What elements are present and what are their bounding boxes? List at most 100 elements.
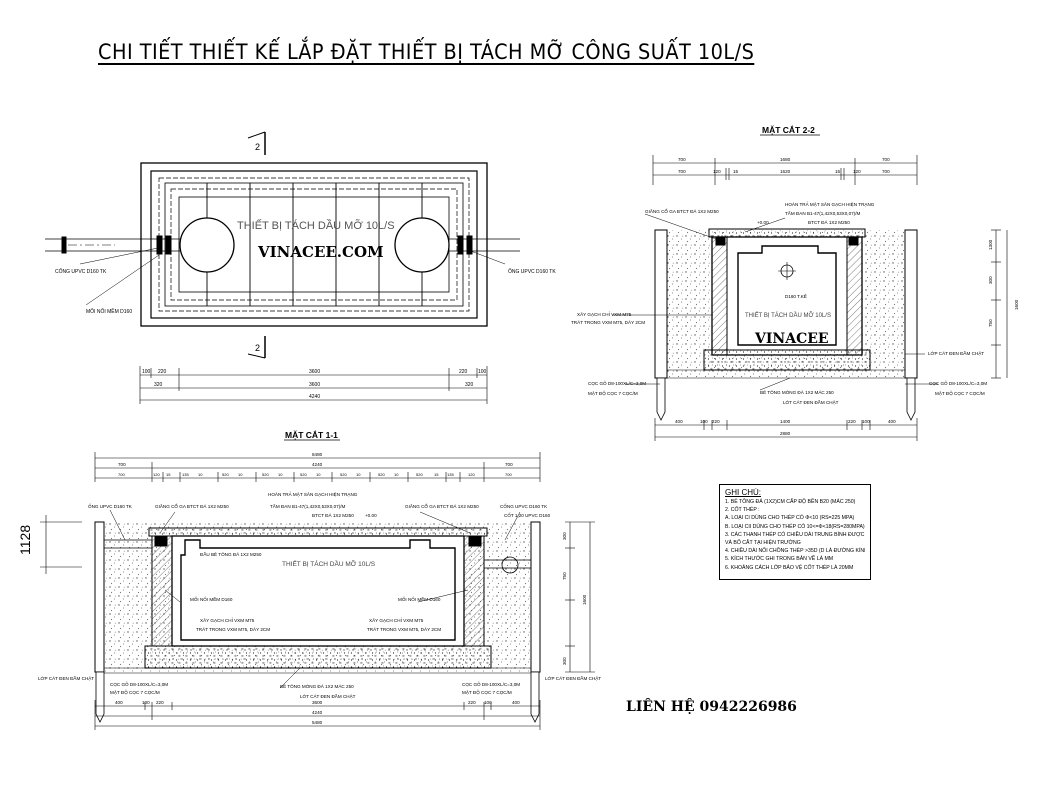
s22-watermark: VINACEE [754,331,829,347]
s11-sand-bottom: LÓT CÁT ĐEN ĐẦM CHẶT [300,693,356,699]
dim-text: 700 [678,169,686,174]
s11-dims-top3: 700 120 15 135 10 520 10 520 10 520 10 5… [118,472,512,477]
notes-heading: GHI CHÚ: [725,488,761,497]
dim-text: 700 [118,462,126,467]
s22-piles-left: CỌC GỖ D8-100XL/C=3,0M [588,380,646,386]
contact-phone: LIÊN HỆ 0942226986 [626,699,797,715]
dim-text: 520 [262,472,269,477]
s11-cover-left: GIẰNG CỔ GA BTCT ĐÁ 1X2 M250 [155,502,229,509]
dim-text: 400 [675,419,683,424]
dim-text: 10 [278,472,283,477]
dim-text: 700 [882,157,890,162]
plan-view [45,131,520,404]
s11-levels-right: 300 750 1600 300 [562,532,587,665]
dim-text: 4240 [312,462,323,467]
dim-text: 135 [447,472,454,477]
dim-text: 15 [733,169,739,174]
dim-text: 320 [465,382,474,388]
s11-wall-left: XÂY GẠCH CHỈ VXM M75 [200,617,255,623]
dim-text: 5480 [312,720,323,725]
note-item: 3. CÁC THANH THÉP CÓ CHIỀU DÀI TRUNG BÌN… [725,531,865,538]
dim-text: 15 [166,472,171,477]
s11-joint-right: MỐI NỐI MỀM D160 [398,596,441,602]
dim-text: 1400 [780,419,791,424]
dim-text: 100 [142,700,150,705]
s11-dims-top2: 700 4240 700 [118,462,513,467]
s11-sand-right: LỚP CÁT ĐEN ĐẦM CHẶT [545,675,601,681]
dim-text: 120 [468,472,475,477]
dim-text: 1600 [1014,299,1019,310]
plan-pipe-left-label: CỐNG UPVC D160 TK [55,268,107,275]
s11-device-label: THIẾT BỊ TÁCH DẦU MỠ 10L/S [282,558,376,568]
dim-text: 220 [712,419,720,424]
s22-dims-top: 700 1680 700 700 120 15 1620 15 120 700 [678,157,890,174]
s11-level: +0.00 [365,513,377,518]
s11-sand-left: LỚP CÁT ĐEN ĐẦM CHẶT [38,675,94,681]
dim-text: 700 [505,472,512,477]
s22-device-label: THIẾT BỊ TÁCH DẦU MỠ 10L/S [745,312,831,319]
s22-piles-right: CỌC GỖ D8-100XL/C=3,0M [929,380,987,386]
s11-plaster-left: TRÁT TRONG VXM M75, DÀY 2CM [196,626,270,632]
section-1-1-text: MẶT CẮT 1-1 1128 8480 700 4240 700 700 1… [17,430,601,725]
dim-text: 100 [484,700,492,705]
dim-text: 3600 [309,369,320,375]
s22-base: BÊ TÔNG MÓNG ĐÁ 1X2 MÁC 250 [760,388,834,395]
dim-text: 120 [153,472,160,477]
s11-pipe-out: CỐNG UPVC D160 TK [500,503,548,509]
s22-cover: GIẰNG CỔ GA BTCT ĐÁ 1X2 M250 [645,207,719,214]
note-item: 4. CHIỀU DÀI NỐI CHỒNG THÉP >35D (D LÀ Đ… [725,548,865,555]
dim-text: 400 [115,700,123,705]
dim-text: 300 [988,276,993,284]
dim-text: 700 [118,472,125,477]
s22-outlet: D160 T.KẾ [785,293,807,299]
s22-dims-bottom: 400 100 220 1400 220 100 400 2880 [675,419,896,436]
dim-text: 520 [300,472,307,477]
dim-text: 135 [182,472,189,477]
dim-text: 10 [238,472,243,477]
section-2-2-title: MẶT CẮT 2-2 [762,125,815,135]
dim-text: 1600 [582,594,587,605]
plan-device-label: THIẾT BỊ TÁCH DẦU MỠ 10L/S [237,219,395,232]
s11-base: BÊ TÔNG MÓNG ĐÁ 1X2 MÁC 250 [280,682,354,689]
plan-dim-row1: 100 220 3600 220 100 [142,369,487,375]
dim-text: 1300 [988,239,993,250]
s22-wall: XÂY GẠCH CHỈ VXM M75 [577,311,632,317]
plan-text: THIẾT BỊ TÁCH DẦU MỠ 10L/S VINACEE.COM 2… [55,142,556,400]
plan-dim-row2: 320 3600 320 [154,382,474,388]
drawing-title: CHI TIẾT THIẾT KẾ LẮP ĐẶT THIẾT BỊ TÁCH … [98,40,755,64]
plan-watermark: VINACEE.COM [257,243,384,261]
dim-text: 220 [158,369,167,375]
s22-slab: TẤM ĐAN B1-47(1,42X0,53X0,07)/M [785,210,860,216]
s11-slab: TẤM ĐAN B1-47(1,42X0,53X0,07)/M [270,503,345,509]
dim-text: 300 [562,532,567,540]
dim-text: 220 [156,700,164,705]
plan-joint-label: MỐI NỐI MỀM D160 [86,308,132,315]
dim-text: 400 [512,700,520,705]
dim-text: 2880 [780,431,791,436]
dim-text: 10 [198,472,203,477]
dim-text: 220 [459,369,468,375]
note-item: 2. CỐT THÉP : [725,507,760,514]
note-item: 5. KÍCH THƯỚC GHI TRONG BẢN VẼ LÀ MM [725,556,834,563]
s11-pipe-level: CỐT 1,20 UPVC D160 [504,512,551,518]
note-item: 6. KHOẢNG CÁCH LỚP BẢO VỆ CỐT THÉP LÀ 20… [725,564,854,571]
s11-wall-right: XÂY GẠCH CHỈ VXM M75 [369,617,424,623]
s11-pipe-in: ỐNG UPVC D160 TK [88,503,133,509]
plan-pipe-right-label: ỐNG UPVC D160 TK [508,268,556,275]
s11-dim-callout: 1128 [17,525,33,555]
note-item: A. LOẠI CI DÙNG CHO THÉP CÓ Φ<10 (RS=225… [725,515,855,522]
s11-btct: BTCT ĐÁ 1X2 M250 [312,512,354,518]
dim-text: 3600 [312,700,323,705]
dim-text: 15 [835,169,841,174]
dim-text: 520 [340,472,347,477]
s11-density-left: MẬT ĐỘ CỌC 7 CỌC/M [110,689,160,695]
dim-text: 700 [505,462,513,467]
section-mark-top: 2 [255,142,260,152]
dim-text: 1620 [780,169,791,174]
s11-piles-right: CỌC GỖ D8-100XL/C=3,0M [462,681,520,687]
dim-text: 15 [434,472,439,477]
dim-text: 3600 [309,382,320,388]
dim-text: 4240 [309,394,320,400]
dim-text: 100 [142,369,151,375]
dim-text: 700 [882,169,890,174]
